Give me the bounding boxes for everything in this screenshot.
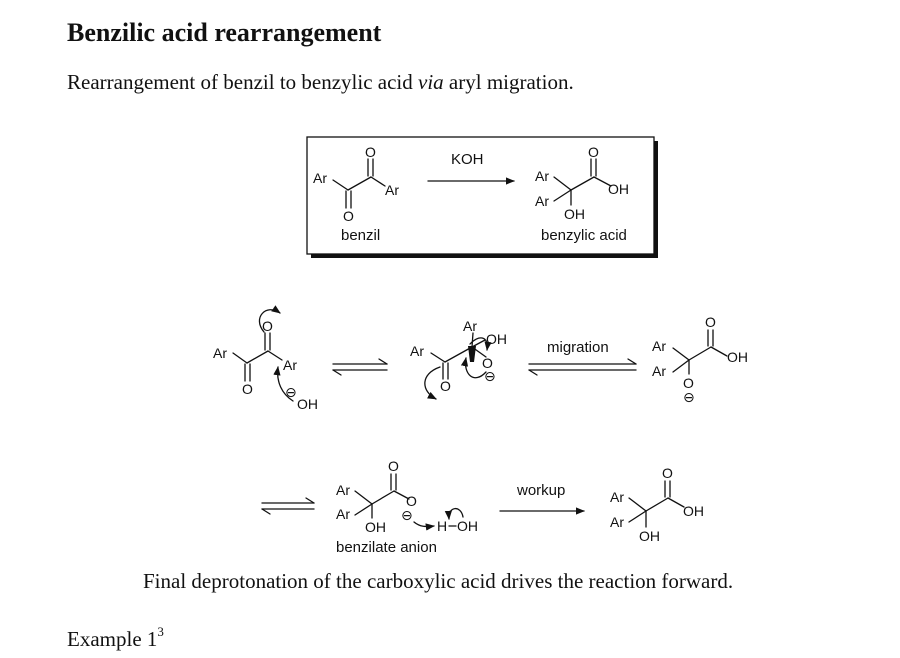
atom-o: O — [262, 318, 273, 334]
subtitle-text: Rearrangement of benzil to benzylic acid — [67, 70, 419, 94]
equilibrium-arrow — [261, 497, 315, 515]
equilibrium-arrow — [332, 358, 388, 376]
atom-o: O — [662, 465, 673, 481]
migration-label: migration — [547, 339, 609, 356]
reagent-koh: KOH — [451, 151, 484, 168]
benzilate-anion-structure: Ar Ar O O ⊖ OH H OH — [336, 458, 478, 535]
atom-ar: Ar — [410, 343, 424, 359]
summary-box — [306, 136, 658, 258]
atom-oh: OH — [683, 503, 704, 519]
atom-ar: Ar — [535, 193, 549, 209]
atom-ar: Ar — [336, 506, 350, 522]
example-heading: Example 13 — [67, 624, 164, 652]
atom-oh: OH — [608, 181, 629, 197]
atom-o: O — [482, 355, 493, 371]
subtitle-emphasis: via — [418, 70, 444, 94]
atom-o: O — [705, 314, 716, 330]
atom-ar: Ar — [463, 318, 477, 334]
benzil-label: benzil — [341, 227, 380, 244]
benzylic-acid-label: benzylic acid — [541, 227, 627, 244]
charge-minus: ⊖ — [401, 507, 413, 523]
atom-oh: OH — [564, 206, 585, 222]
subtitle-text-end: aryl migration. — [443, 70, 574, 94]
atom-oh: OH — [297, 396, 318, 412]
atom-oh: OH — [365, 519, 386, 535]
example-reference: 3 — [157, 624, 164, 639]
atom-o: O — [365, 144, 376, 160]
atom-ar: Ar — [652, 363, 666, 379]
atom-ar: Ar — [610, 514, 624, 530]
migration-arrow — [528, 358, 637, 376]
benzil-hydroxide-structure: Ar Ar O O OH ⊖ — [213, 305, 318, 412]
atom-ar: Ar — [283, 357, 297, 373]
atom-o: O — [242, 381, 253, 397]
page-title: Benzilic acid rearrangement — [67, 18, 382, 47]
atom-ar: Ar — [385, 182, 399, 198]
benzilate-anion-label: benzilate anion — [336, 539, 437, 556]
benzylic-acid-structure: Ar Ar O OH OH — [535, 144, 629, 222]
atom-h: H — [437, 518, 447, 534]
atom-o: O — [388, 458, 399, 474]
atom-ar: Ar — [336, 482, 350, 498]
atom-o: O — [406, 493, 417, 509]
workup-label: workup — [516, 482, 565, 499]
final-product-structure: Ar Ar O OH OH — [610, 465, 704, 544]
atom-o: O — [440, 378, 451, 394]
atom-ar: Ar — [313, 170, 327, 186]
page-subtitle: Rearrangement of benzil to benzylic acid… — [67, 70, 574, 95]
alkoxide-acid-structure: Ar Ar O OH O ⊖ — [652, 314, 748, 405]
atom-oh: OH — [457, 518, 478, 534]
benzil-structure: Ar Ar O O — [313, 144, 399, 224]
atom-o: O — [588, 144, 599, 160]
atom-ar: Ar — [610, 489, 624, 505]
atom-o: O — [683, 375, 694, 391]
charge-minus: ⊖ — [285, 384, 297, 400]
charge-minus: ⊖ — [484, 368, 496, 384]
atom-o: O — [343, 208, 354, 224]
atom-oh: OH — [486, 331, 507, 347]
mechanism-note: Final deprotonation of the carboxylic ac… — [143, 569, 734, 593]
atom-ar: Ar — [652, 338, 666, 354]
atom-ar: Ar — [535, 168, 549, 184]
example-label: Example 1 — [67, 627, 158, 651]
atom-oh: OH — [639, 528, 660, 544]
atom-oh: OH — [727, 349, 748, 365]
atom-ar: Ar — [213, 345, 227, 361]
charge-minus: ⊖ — [683, 389, 695, 405]
tetrahedral-intermediate: Ar Ar OH O ⊖ O — [410, 318, 507, 400]
